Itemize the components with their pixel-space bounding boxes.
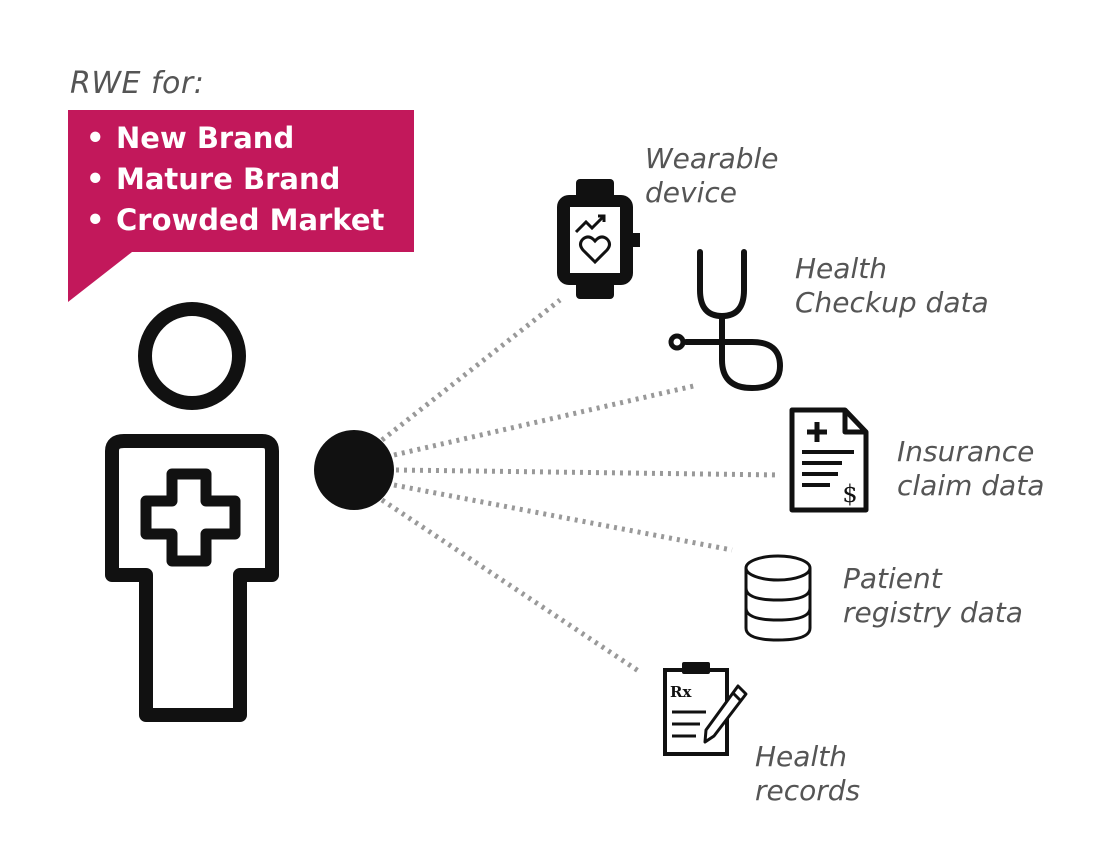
connector-registry: [393, 482, 733, 553]
label-registry: Patient registry data: [843, 562, 1023, 630]
rwe-list-item-mature-brand: •Mature Brand: [86, 162, 341, 196]
dollar-icon: $: [842, 480, 857, 508]
label-records: Health records: [755, 740, 860, 808]
clipboard-icon: Rx: [663, 662, 748, 756]
connector-records: [380, 497, 642, 675]
person-head: [138, 302, 246, 410]
smartwatch-icon: [557, 179, 640, 299]
label-line: Checkup data: [795, 286, 989, 319]
rx-icon: Rx: [670, 683, 692, 701]
person-icon: [105, 302, 279, 722]
hub-dot: [314, 430, 394, 510]
label-line: claim data: [897, 469, 1045, 502]
label-checkup: Health Checkup data: [795, 252, 989, 320]
rwe-heading: RWE for:: [70, 66, 205, 101]
connector-insurance: [395, 467, 781, 478]
rwe-list-item-new-brand: •New Brand: [86, 121, 295, 155]
medical-cross-icon: [140, 468, 241, 567]
label-line: Wearable: [645, 142, 779, 175]
label-line: Insurance: [897, 435, 1035, 468]
rwe-list-item-label: Mature Brand: [116, 162, 341, 196]
person-body: [105, 434, 279, 722]
rwe-list-item-label: New Brand: [116, 121, 295, 155]
database-icon: [744, 554, 812, 642]
label-wearable: Wearable device: [645, 142, 779, 210]
label-line: records: [755, 774, 861, 807]
label-line: registry data: [843, 596, 1023, 629]
label-insurance: Insurance claim data: [897, 435, 1044, 503]
callout-tail: [68, 252, 132, 302]
label-line: Health: [795, 252, 887, 285]
label-line: Patient: [843, 562, 942, 595]
stethoscope-icon: [668, 249, 784, 392]
label-line: device: [645, 176, 737, 209]
rwe-callout-box: •New Brand •Mature Brand •Crowded Market: [68, 110, 414, 302]
rwe-list-item-crowded-market: •Crowded Market: [86, 203, 385, 237]
rwe-list-item-label: Crowded Market: [116, 203, 385, 237]
connector-wearable: [380, 298, 562, 442]
pen-icon: [703, 684, 748, 744]
rwe-list: •New Brand •Mature Brand •Crowded Market: [86, 118, 414, 241]
label-line: Health: [755, 740, 847, 773]
insurance-document-icon: $: [789, 407, 869, 513]
connector-lines: [380, 298, 781, 675]
